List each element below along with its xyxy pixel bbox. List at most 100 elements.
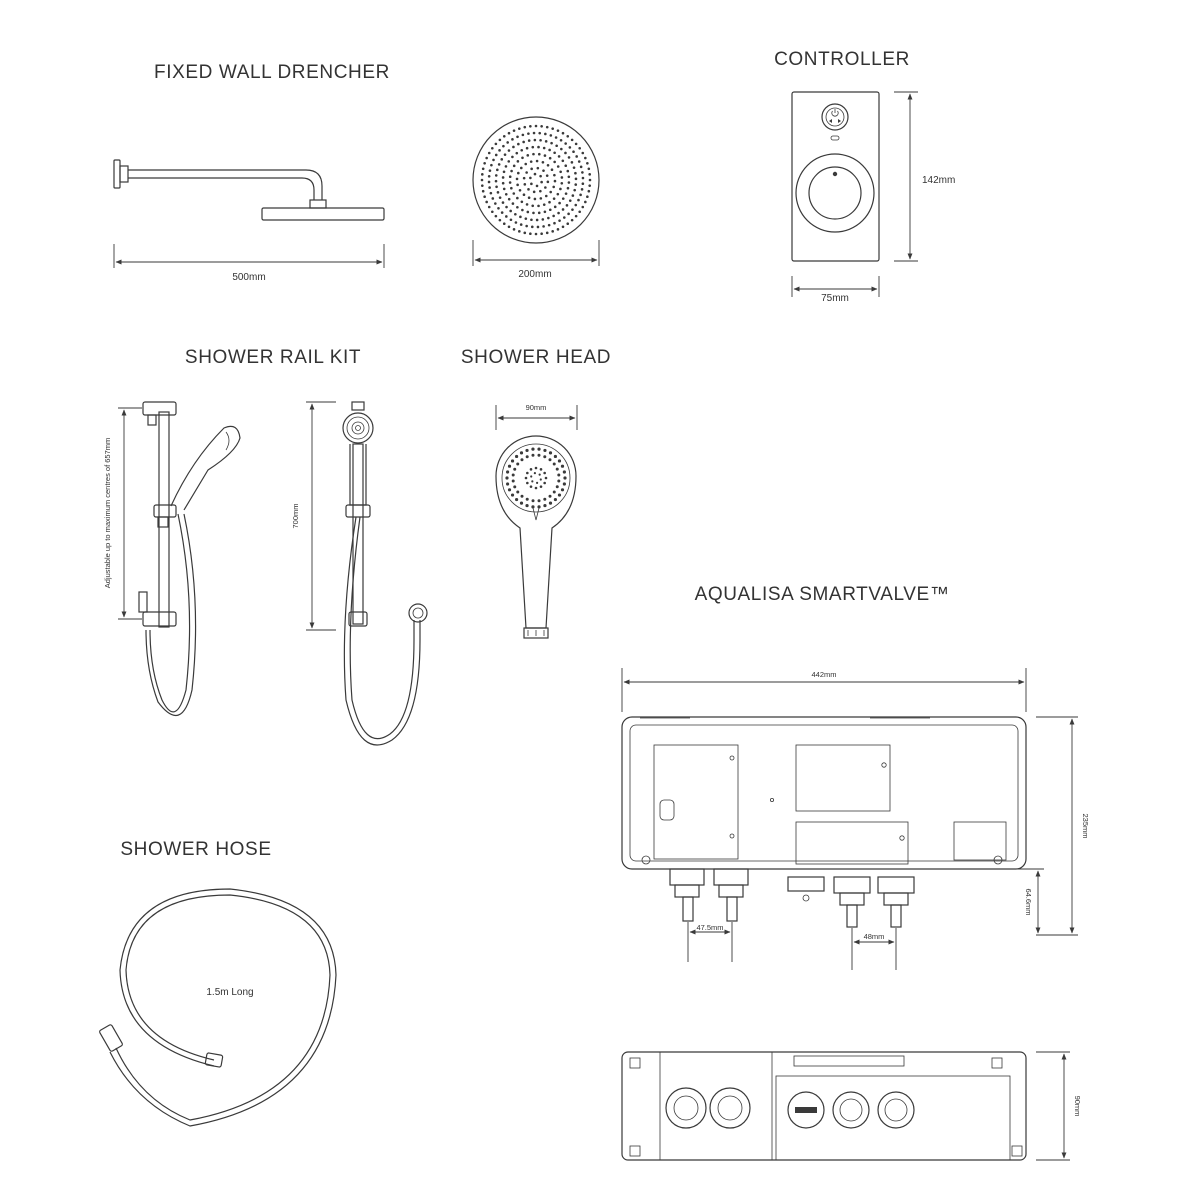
nozzle-dot [551, 127, 554, 130]
nozzle-dot [539, 478, 542, 481]
nozzle-dot [553, 205, 557, 209]
nozzle-dot [514, 212, 517, 216]
smartvalve-outlets [787, 876, 915, 928]
nozzle-dot [575, 155, 578, 158]
nozzle-dot [519, 501, 524, 505]
drencher-side-view [113, 159, 385, 221]
nozzle-dot [564, 151, 567, 155]
power-icon [831, 109, 839, 117]
nozzle-dot [530, 167, 533, 171]
nozzle-dot [498, 138, 502, 142]
nozzle-dot [552, 197, 556, 200]
nozzle-dot [502, 187, 506, 191]
nozzle-dot [567, 156, 571, 159]
nozzle-dot [556, 129, 560, 132]
nozzle-dot [561, 159, 565, 163]
smartvalve-height-label: 235mm [1081, 813, 1090, 838]
nozzle-dot [483, 195, 486, 198]
nozzle-dot [521, 156, 524, 160]
nozzle-dot [527, 196, 531, 199]
nozzle-dot [571, 194, 575, 197]
nozzle-dot [525, 146, 529, 150]
nozzle-dot [557, 155, 561, 158]
drencher-head-diameter-label: 200mm [518, 269, 551, 280]
nozzle-dot [509, 209, 512, 213]
nozzle-dot [586, 195, 589, 198]
nozzle-dot [538, 473, 541, 476]
nozzle-dot [588, 178, 592, 182]
nozzle-dot [537, 499, 541, 503]
nozzle-dot [534, 124, 538, 128]
nozzle-dot [523, 125, 527, 129]
rail-adjustable-note: Adjustable up to maximum centres of 657m… [103, 438, 112, 588]
nozzle-dot [546, 164, 550, 167]
nozzle-dot [541, 218, 545, 221]
nozzle-dot [494, 174, 498, 177]
nozzle-dot [557, 211, 560, 215]
nozzle-dot [535, 218, 539, 222]
nozzle-dot [574, 183, 578, 186]
nozzle-dot [490, 163, 493, 167]
nozzle-dot [502, 135, 506, 138]
nozzle-dot [536, 166, 540, 170]
nozzle-dot [512, 228, 516, 231]
shower-head-width-label: 90mm [526, 403, 547, 412]
nozzle-dot [548, 458, 552, 462]
nozzle-dot [505, 476, 509, 480]
nozzle-dot [562, 216, 566, 219]
nozzle-dot [485, 200, 488, 204]
nozzle-dot [537, 453, 541, 457]
nozzle-dot [581, 182, 585, 186]
nozzle-dot [552, 462, 556, 466]
nozzle-dot [500, 211, 504, 214]
nozzle-dot [560, 176, 564, 179]
nozzle-dot [522, 176, 526, 180]
nozzle-dot [523, 183, 527, 186]
nozzle-dot [518, 127, 521, 130]
nozzle-dot [547, 223, 551, 227]
controller-height-label: 142mm [922, 175, 955, 186]
nozzle-dot [480, 178, 484, 182]
nozzle-dot [504, 192, 508, 196]
nozzle-dot [533, 172, 537, 176]
drencher-nozzle-pattern [480, 124, 592, 236]
nozzle-dot [548, 148, 551, 152]
controller-front-view [791, 91, 880, 262]
nozzle-dot [584, 200, 587, 204]
nozzle-dot [540, 180, 543, 184]
nozzle-dot [529, 125, 532, 128]
nozzle-dot [587, 189, 591, 193]
nozzle-dot [510, 169, 513, 173]
nozzle-dot [494, 153, 498, 157]
nozzle-dot [548, 494, 552, 498]
nozzle-dot [532, 152, 535, 156]
nozzle-dot [553, 221, 556, 225]
nozzle-dot [588, 173, 591, 176]
nozzle-dot [495, 185, 498, 189]
nozzle-dot [491, 146, 494, 150]
nozzle-dot [553, 497, 558, 502]
nozzle-dot [543, 154, 547, 157]
nozzle-dot [574, 177, 578, 181]
nozzle-dot [530, 225, 534, 229]
nozzle-dot [574, 142, 578, 146]
nozzle-dot [530, 218, 533, 222]
nozzle-dot [580, 188, 584, 191]
nozzle-dot [548, 208, 552, 212]
nozzle-dot [506, 482, 510, 486]
nozzle-dot [481, 167, 485, 171]
nozzle-dot [525, 171, 528, 174]
nozzle-dot [526, 481, 529, 485]
nozzle-dot [491, 210, 494, 214]
nozzle-dot [558, 219, 561, 222]
nozzle-dot [567, 212, 570, 216]
smartvalve-section: AQUALISA SMARTVALVE™ 442mm [621, 584, 1090, 1161]
shower-head-section: SHOWER HEAD 90mm [461, 347, 610, 639]
nozzle-dot [515, 177, 519, 181]
nozzle-dot [559, 170, 562, 174]
nozzle-dot [513, 485, 517, 489]
nozzle-dot [579, 193, 582, 197]
nozzle-dot [543, 210, 547, 214]
nozzle-dot [497, 163, 501, 166]
nozzle-dot [544, 476, 548, 480]
